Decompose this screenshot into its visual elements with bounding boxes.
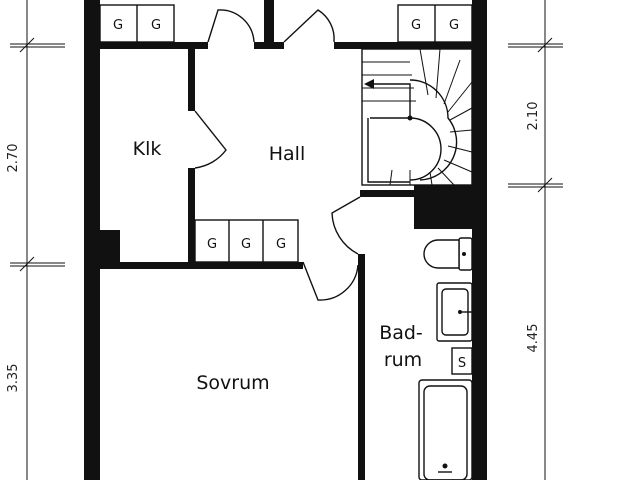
shower-mark: S — [458, 356, 466, 371]
shower-box — [451, 347, 473, 375]
storage-mark-hall-1: G — [207, 237, 217, 252]
dimension-left-upper: 2.70 — [6, 144, 21, 173]
dimension-right-upper: 2.10 — [526, 102, 541, 131]
wall-bedroom-top-left — [100, 262, 303, 269]
room-label-badrum-2: rum — [384, 349, 422, 371]
hall-storage-frames — [194, 219, 299, 263]
walls — [84, 0, 487, 480]
room-label-badrum-1: Bad- — [379, 322, 423, 344]
wall-top-mid-pillar — [264, 0, 274, 49]
stair-direction-line — [372, 83, 411, 118]
wall-bath-upper — [360, 190, 415, 197]
dimension-lines — [10, 0, 563, 480]
storage-mark-hall-2: G — [241, 237, 251, 252]
door-bedroom — [302, 261, 359, 301]
wall-left-outer — [84, 0, 100, 480]
room-label-hall: Hall — [269, 143, 306, 165]
wall-top-right — [334, 42, 472, 49]
doors — [194, 9, 361, 301]
wall-bath-left — [358, 254, 365, 480]
bathtub-icon — [418, 379, 473, 480]
wall-chimney — [100, 230, 120, 264]
stair-arrow-icon — [364, 79, 374, 89]
door-kitchen — [194, 110, 227, 169]
room-label-klk: Klk — [133, 138, 162, 160]
wall-right-outer — [472, 0, 487, 480]
wall-kitchen-hall-upper — [188, 49, 195, 111]
bathroom-fixtures — [418, 237, 473, 480]
dimension-right-lower: 4.45 — [526, 324, 541, 353]
wall-top-left — [100, 42, 208, 49]
room-label-sovrum: Sovrum — [196, 372, 269, 394]
stairs — [361, 48, 473, 186]
door-top-right — [283, 9, 335, 43]
door-bathroom — [331, 196, 361, 255]
storage-mark-hall-3: G — [276, 237, 286, 252]
storage-mark-top-1: G — [113, 18, 123, 33]
storage-mark-top-3: G — [411, 18, 421, 33]
toilet-icon — [423, 237, 473, 271]
wall-kitchen-hall-lower — [188, 168, 195, 264]
sink-icon — [436, 282, 473, 342]
top-storage-frames — [99, 4, 473, 43]
storage-mark-top-2: G — [151, 18, 161, 33]
dimension-left-lower: 3.35 — [6, 364, 21, 393]
storage-mark-top-4: G — [449, 18, 459, 33]
door-top-left — [207, 9, 255, 43]
wall-bath-block — [414, 185, 472, 229]
